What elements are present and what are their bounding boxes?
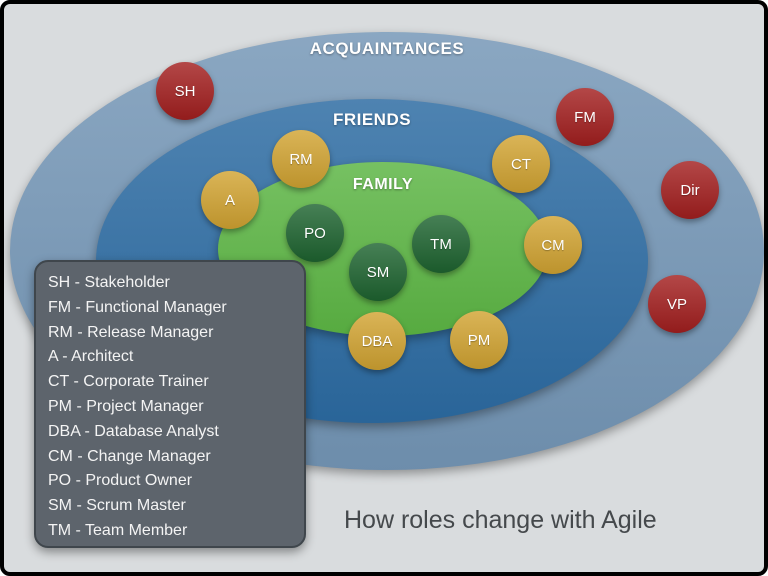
- role-abbr-label: CM: [541, 236, 565, 254]
- role-circle-pm: PM: [450, 311, 508, 369]
- role-abbr-label: SH: [174, 82, 196, 100]
- role-circle-sm: SM: [349, 243, 407, 301]
- ring-family-label: FAMILY: [352, 176, 414, 193]
- legend-item: CT - Corporate Trainer: [48, 373, 209, 391]
- role-circle-fm: FM: [556, 88, 614, 146]
- role-abbr-label: DBA: [361, 332, 393, 350]
- role-circle-dba: DBA: [348, 312, 406, 370]
- legend-item: DBA - Database Analyst: [48, 422, 219, 440]
- role-abbr-label: VP: [666, 295, 687, 313]
- legend-item: CM - Change Manager: [48, 447, 211, 465]
- ring-acquaintances-label: ACQUAINTANCES: [309, 39, 465, 58]
- role-abbr-label: PM: [467, 331, 491, 349]
- role-circle-tm: TM: [412, 215, 470, 273]
- legend-item: PO - Product Owner: [48, 472, 193, 490]
- role-abbr-label: CT: [511, 155, 531, 173]
- role-circle-po: PO: [286, 204, 344, 262]
- role-abbr-label: A: [224, 191, 235, 209]
- ring-friends-label: FRIENDS: [332, 110, 412, 129]
- legend-item: PM - Project Manager: [48, 397, 204, 415]
- legend-item: SH - Stakeholder: [48, 274, 170, 291]
- role-abbr-label: PO: [304, 224, 326, 242]
- role-circle-a: A: [201, 171, 259, 229]
- role-circle-cm: CM: [524, 216, 582, 274]
- role-abbr-label: SM: [366, 263, 390, 281]
- role-circle-vp: VP: [648, 275, 706, 333]
- legend-item: FM - Functional Manager: [48, 298, 227, 316]
- role-abbr-label: TM: [430, 235, 452, 253]
- role-abbr-label: RM: [289, 150, 313, 168]
- role-circle-rm: RM: [272, 130, 330, 188]
- legend-item: RM - Release Manager: [48, 323, 214, 341]
- role-abbr-label: Dir: [680, 181, 700, 199]
- role-circle-dir: Dir: [661, 161, 719, 219]
- role-circle-ct: CT: [492, 135, 550, 193]
- slide-title: How roles change with Agile: [344, 506, 657, 534]
- legend-item: SM - Scrum Master: [48, 497, 186, 515]
- legend-item: TM - Team Member: [48, 521, 188, 539]
- role-abbr-label: FM: [574, 108, 596, 126]
- role-circle-sh: SH: [156, 62, 214, 120]
- legend-item: A - Architect: [48, 348, 134, 366]
